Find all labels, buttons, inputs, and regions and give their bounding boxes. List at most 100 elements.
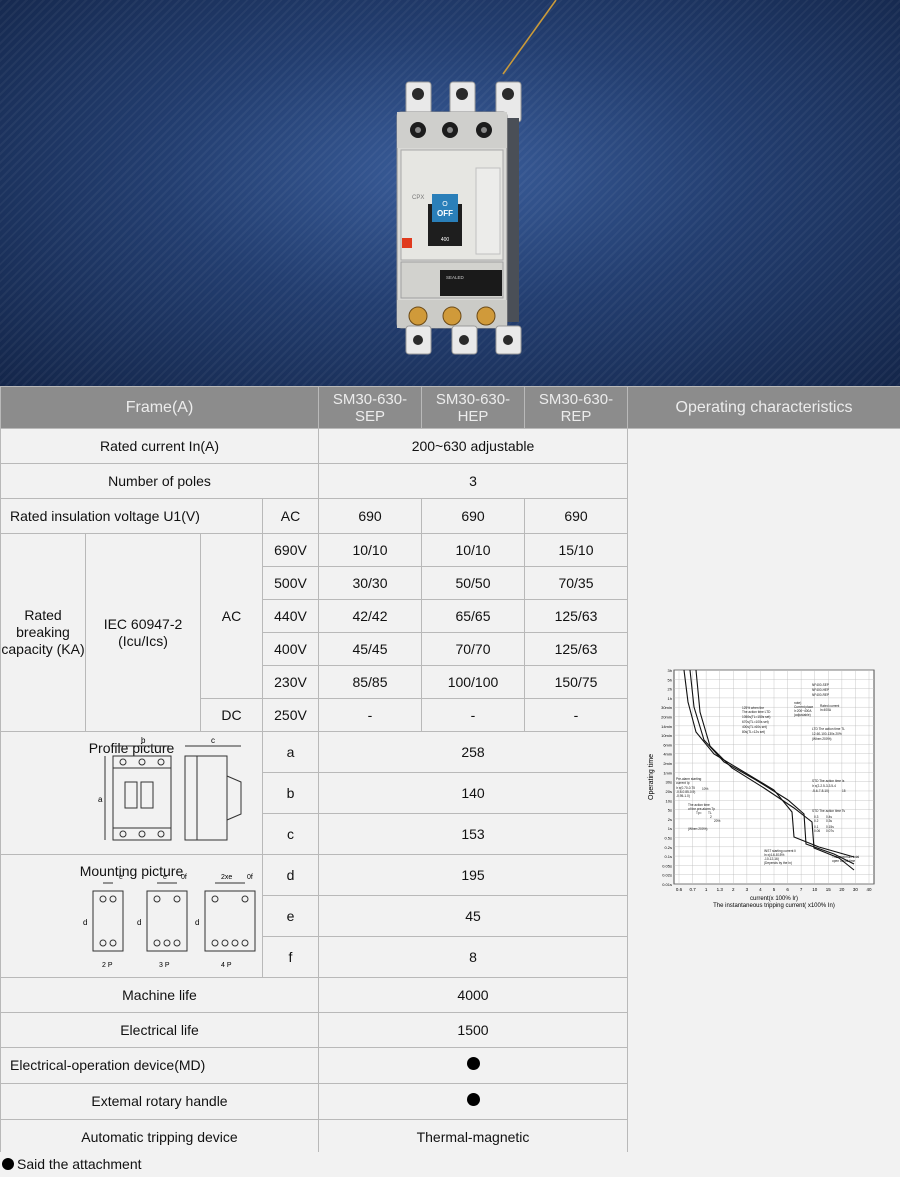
md-available [318,1047,628,1084]
row-breaking-400: 400V 45/45 70/70 125/63 [1,632,900,666]
y-tick-label: 5s [668,808,672,813]
x-axis-label-2: The instantaneous tripping current( x100… [713,903,835,909]
y-tick-label: 2s [668,817,672,822]
header-model-sep: SM30-630-SEP [318,386,422,429]
mounting-picture-cell: Mounting picture e e [0,854,263,978]
voltage-label: 400V [262,632,319,666]
curve-annotation: NF400-HEP [812,688,829,692]
attachment-dot-icon [2,1158,14,1170]
breaking-value: 100/100 [421,665,525,699]
breaking-value: 15/10 [524,533,628,567]
curve-annotation: open circuit time [832,859,855,863]
dim-key: f [262,936,319,978]
curve-annotation: Rated current [820,704,839,708]
x-tick-label: 20 [839,887,845,892]
curve-annotation: STD The action time Ts [812,809,845,813]
curve-annotation: In x(4-6-8 [764,853,778,857]
dim-value: 195 [318,854,628,896]
breaking-value: 150/75 [524,665,628,699]
mount-0f-3p: 0f [181,874,187,881]
curve-annotation: 0.3 [814,815,819,819]
breaking-value: - [421,698,525,732]
curve-annotation: 0.15s [826,825,834,829]
curve-annotation: Ir x(2-2.5-3-3.5-4 [812,784,836,788]
profile-picture-cell: Profile picture b [0,731,263,855]
x-tick-label: 7 [800,887,803,892]
x-tick-label: 0.7 [689,887,696,892]
header-model-hep: SM30-630-HEP [421,386,525,429]
row-breaking-500: 500V 30/30 50/50 70/35 [1,566,900,600]
circuit-breaker-image: CPX O OFF 400 SEALED [396,81,522,355]
x-tick-label: 4 [759,887,762,892]
insulation-value-sep: 690 [318,498,422,534]
row-poles: Number of poles 3 [0,463,900,499]
breaking-value: 125/63 [524,632,628,666]
breaking-ac-label: AC [200,533,263,699]
dim-key: c [262,813,319,855]
curve-annotation: 0.1 [814,825,819,829]
voltage-label: 500V [262,566,319,600]
dim-value: 140 [318,772,628,814]
curve-annotation: The maximum total [832,855,859,859]
x-tick-label: 40 [866,887,872,892]
voltage-label: 440V [262,599,319,633]
mount-e-2p: e [119,874,123,881]
y-tick-label: 30min [661,705,672,710]
curve-annotation: 670s(TL=100s set) [742,720,769,724]
row-dim-a: Profile picture b [0,731,900,855]
dim-key: d [262,854,319,896]
electrical-life-label: Electrical life [0,1012,319,1048]
y-tick-label: 4min [663,752,672,757]
mount-e-3p: e [163,874,167,881]
footnote: Said the attachment [0,1152,900,1177]
breaking-value: 50/50 [421,566,525,600]
row-electrical-life: Electrical life 1500 [0,1012,900,1048]
curve-annotation: Tp= [696,811,702,815]
voltage-label: 690V [262,533,319,567]
x-tick-label: 30 [853,887,859,892]
rated-current-value: 200~630 adjustable [318,428,628,464]
breaking-value: 125/63 [524,599,628,633]
y-axis-label: Operating time [648,754,655,800]
curve-annotation: note) [794,701,801,705]
breaking-standard: IEC 60947-2 (Icu/Ics) [85,533,201,732]
dim-value: 258 [318,731,628,773]
insulation-label: Rated insulation voltage U1(V) [0,498,263,534]
y-tick-label: 20min [661,715,672,720]
mount-d-2p: d [83,918,87,927]
breaking-value: 30/30 [318,566,422,600]
y-tick-label: 1min [663,770,672,775]
profile-dim-b-letter: b [141,736,146,745]
curve-annotation: Pre-alarm starting [676,777,702,781]
voltage-label: 230V [262,665,319,699]
dim-value: 153 [318,813,628,855]
dim-value: 45 [318,895,628,937]
poles-label: Number of poles [0,463,319,499]
curve-annotation: In:400A [820,708,832,712]
mounting-picture-label: Mounting picture [79,863,184,879]
breaking-value: 45/45 [318,632,422,666]
callout-line [502,0,557,75]
curve-annotation: Current place [794,705,813,709]
insulation-value-hep: 690 [421,498,525,534]
curve-annotation: INST starting current Ii [764,849,796,853]
curve-annotation: 15% [778,853,785,857]
breaker-rating: 400 [441,237,450,243]
mount-d-4p: d [195,918,199,927]
pole-label-2p: 2 P [102,962,113,969]
breaking-value: 42/42 [318,599,422,633]
curve-annotation: current Ip [676,781,690,785]
y-tick-label: 1s [668,826,672,831]
y-tick-label: 0.01s [662,882,672,887]
x-tick-label: 5 [773,887,776,892]
breaking-value: 10/10 [318,533,422,567]
y-tick-label: 0.02s [662,873,672,878]
row-tripping: Automatic tripping device Thermal-magnet… [0,1119,900,1156]
insulation-value-rep: 690 [524,498,628,534]
mount-0f-4p: 0f [247,874,253,881]
tripping-label: Automatic tripping device [0,1119,319,1156]
curve-annotation: -0.95-1.0) [676,794,690,798]
y-tick-label: 10min [661,733,672,738]
curve-annotation: The action time [688,803,710,807]
curve-annotation: Ir:200~400A [794,709,812,713]
